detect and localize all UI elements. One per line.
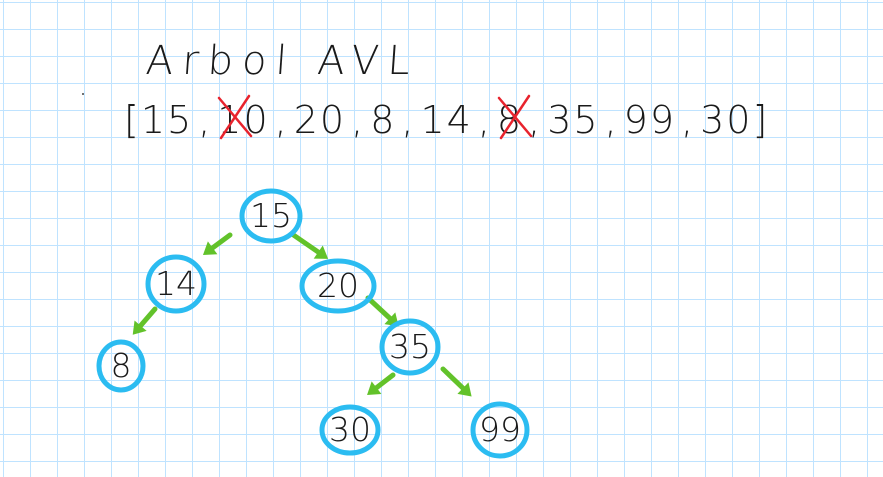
tree-node-14: 14 xyxy=(145,254,207,314)
edge-arrow-15-to-20 xyxy=(289,231,329,259)
node-circle xyxy=(319,404,381,456)
sequence-item: 35 xyxy=(547,98,600,142)
tree-node-15: 15 xyxy=(239,188,303,244)
node-label: 8 xyxy=(111,346,132,385)
sequence-separator: , xyxy=(274,98,289,142)
insertion-sequence: [15,10,20,8,14,8,35,99,30] xyxy=(124,94,770,142)
node-circle xyxy=(239,188,303,244)
sequence-items: 15,10,20,8,14,8,35,99,30 xyxy=(140,94,753,142)
node-circle xyxy=(379,318,441,376)
tree-edges xyxy=(132,231,472,397)
node-circle xyxy=(96,339,146,393)
ink-dot xyxy=(82,93,84,95)
node-label: 20 xyxy=(317,266,359,305)
edge-arrow-35-to-99 xyxy=(440,366,472,397)
node-circle xyxy=(299,258,377,314)
edge-arrow-20-to-35 xyxy=(365,295,399,327)
sequence-separator: , xyxy=(604,98,619,142)
sequence-item: 20 xyxy=(293,98,347,142)
sequence-separator: , xyxy=(198,98,213,142)
edge-arrow-15-to-14 xyxy=(202,232,233,255)
sequence-separator: , xyxy=(351,98,366,142)
tree-node-99: 99 xyxy=(470,401,530,459)
tree-nodes: 15 14 20 8 35 30 99 xyxy=(96,188,530,459)
arrow-head xyxy=(132,320,147,335)
sequence-item: 15 xyxy=(140,98,194,142)
sequence-item: 99 xyxy=(623,98,677,142)
node-label: 14 xyxy=(155,264,197,303)
node-label: 99 xyxy=(479,410,521,449)
sequence-item: 14 xyxy=(420,98,473,142)
arrow-head xyxy=(202,241,218,255)
edge-arrow-35-to-30 xyxy=(367,372,396,396)
sequence-separator: , xyxy=(477,98,492,142)
sequence-open-bracket: [ xyxy=(124,98,141,142)
arrow-head xyxy=(367,381,382,396)
tree-node-30: 30 xyxy=(319,404,381,456)
tree-node-35: 35 xyxy=(379,318,441,376)
tree-node-20: 20 xyxy=(299,258,377,314)
sequence-separator: , xyxy=(681,98,696,142)
node-circle xyxy=(470,401,530,459)
edge-arrow-14-to-8 xyxy=(132,306,158,335)
sequence-close-bracket: ] xyxy=(752,98,770,142)
arrow-head xyxy=(313,245,329,259)
node-circle xyxy=(145,254,207,314)
sequence-item: 8 xyxy=(370,98,397,142)
node-label: 35 xyxy=(389,327,431,366)
node-label: 30 xyxy=(329,410,371,449)
sequence-separator: , xyxy=(401,98,416,142)
arrow-head xyxy=(457,382,472,397)
tree-node-8: 8 xyxy=(96,339,146,393)
node-label: 15 xyxy=(250,196,292,235)
sequence-item: 30 xyxy=(700,98,753,142)
